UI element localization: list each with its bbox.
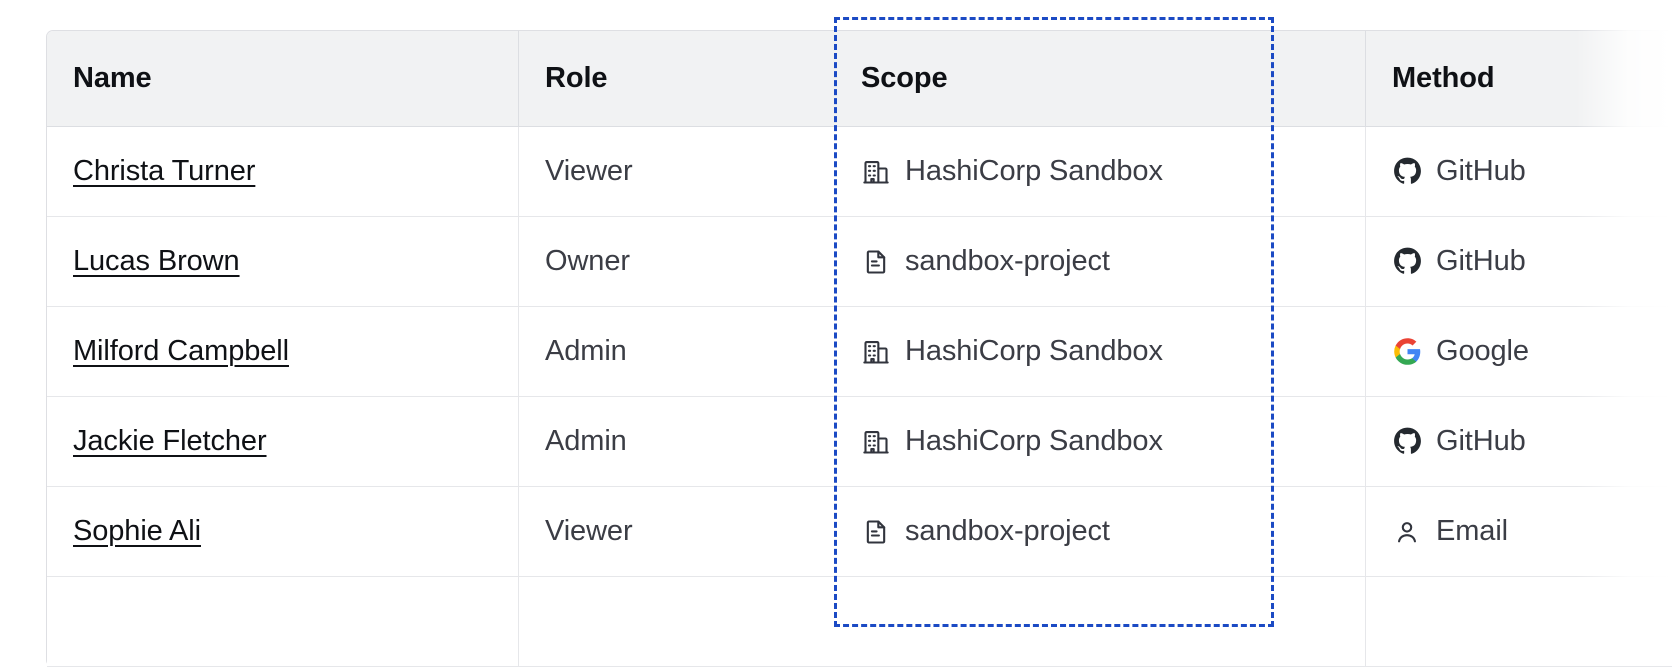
cell-scope: sandbox-project [861, 515, 1339, 548]
method-label: Google [1436, 335, 1529, 367]
organization-icon [861, 427, 891, 457]
cell-method: Google [1366, 307, 1672, 397]
scope-label: HashiCorp Sandbox [905, 425, 1163, 457]
role-label: Viewer [545, 515, 633, 547]
table-row[interactable]: Christa Turner Viewer HashiCorp Sandbox Git… [47, 127, 1672, 217]
cell-name: Jackie Fletcher [47, 397, 519, 487]
project-file-icon [861, 517, 891, 547]
cell-method: GitHub [1366, 217, 1672, 307]
members-table-screen: Name Role Scope Method [46, 0, 1672, 667]
column-header-role[interactable]: Role [545, 62, 861, 95]
column-header-role-label: Role [545, 62, 608, 94]
column-header-method[interactable]: Method [1366, 31, 1672, 127]
cell-role-scope-group: Viewer HashiCorp Sandbox [519, 127, 1366, 217]
column-header-scope[interactable]: Scope [861, 62, 1339, 95]
table-row[interactable] [47, 577, 1672, 667]
google-icon [1392, 337, 1422, 367]
table-row[interactable]: Milford Campbell Admin HashiCorp Sandbox Go… [47, 307, 1672, 397]
cell-method [1366, 577, 1672, 667]
cell-role-scope-group: Admin HashiCorp Sandbox [519, 397, 1366, 487]
cell-method: Email [1366, 487, 1672, 577]
method-label: Email [1436, 515, 1509, 547]
role-label: Viewer [545, 155, 633, 187]
method-label: GitHub [1436, 155, 1526, 187]
member-name-link[interactable]: Jackie Fletcher [73, 425, 267, 457]
cell-role: Admin [545, 425, 861, 458]
method-label: GitHub [1436, 425, 1526, 457]
organization-icon [861, 337, 891, 367]
cell-role-scope-group [519, 577, 1366, 667]
cell-role: Owner [545, 245, 861, 278]
column-header-scope-label: Scope [861, 62, 948, 94]
scope-label: HashiCorp Sandbox [905, 335, 1163, 367]
organization-icon [861, 157, 891, 187]
cell-role: Admin [545, 335, 861, 368]
cell-role-scope-group: Owner sandbox-project [519, 217, 1366, 307]
cell-scope: HashiCorp Sandbox [861, 335, 1339, 368]
role-label: Admin [545, 425, 627, 457]
github-icon [1392, 247, 1422, 277]
member-name-link[interactable]: Sophie Ali [73, 515, 201, 547]
github-icon [1392, 427, 1422, 457]
scope-label: HashiCorp Sandbox [905, 155, 1163, 187]
table-header: Name Role Scope Method [47, 31, 1672, 127]
cell-scope: HashiCorp Sandbox [861, 155, 1339, 188]
cell-name: Lucas Brown [47, 217, 519, 307]
member-name-link[interactable]: Lucas Brown [73, 245, 240, 277]
cell-name: Milford Campbell [47, 307, 519, 397]
cell-method: GitHub [1366, 127, 1672, 217]
cell-scope: sandbox-project [861, 245, 1339, 278]
scope-label: sandbox-project [905, 245, 1110, 277]
cell-method: GitHub [1366, 397, 1672, 487]
user-icon [1392, 517, 1422, 547]
column-header-role-scope-group: Role Scope [519, 31, 1366, 127]
table-row[interactable]: Lucas Brown Owner sandbox-project GitHub [47, 217, 1672, 307]
member-name-link[interactable]: Christa Turner [73, 155, 256, 187]
table-header-row: Name Role Scope Method [47, 31, 1672, 127]
table-row[interactable]: Jackie Fletcher Admin HashiCorp Sandbox Git… [47, 397, 1672, 487]
members-table: Name Role Scope Method [46, 30, 1672, 667]
cell-role: Viewer [545, 155, 861, 188]
role-label: Admin [545, 335, 627, 367]
project-file-icon [861, 247, 891, 277]
role-label: Owner [545, 245, 630, 277]
cell-role-scope-group: Admin HashiCorp Sandbox [519, 307, 1366, 397]
member-name-link[interactable]: Milford Campbell [73, 335, 289, 367]
cell-role: Viewer [545, 515, 861, 548]
cell-name [47, 577, 519, 667]
column-header-name-label: Name [73, 62, 152, 94]
column-header-name[interactable]: Name [47, 31, 519, 127]
github-icon [1392, 157, 1422, 187]
cell-role-scope-group: Viewer sandbox-project [519, 487, 1366, 577]
cell-name: Christa Turner [47, 127, 519, 217]
members-table-scroll-container[interactable]: Name Role Scope Method [46, 30, 1672, 670]
scope-label: sandbox-project [905, 515, 1110, 547]
column-header-method-label: Method [1392, 62, 1495, 94]
cell-name: Sophie Ali [47, 487, 519, 577]
cell-scope: HashiCorp Sandbox [861, 425, 1339, 458]
method-label: GitHub [1436, 245, 1526, 277]
table-row[interactable]: Sophie Ali Viewer sandbox-project Email [47, 487, 1672, 577]
